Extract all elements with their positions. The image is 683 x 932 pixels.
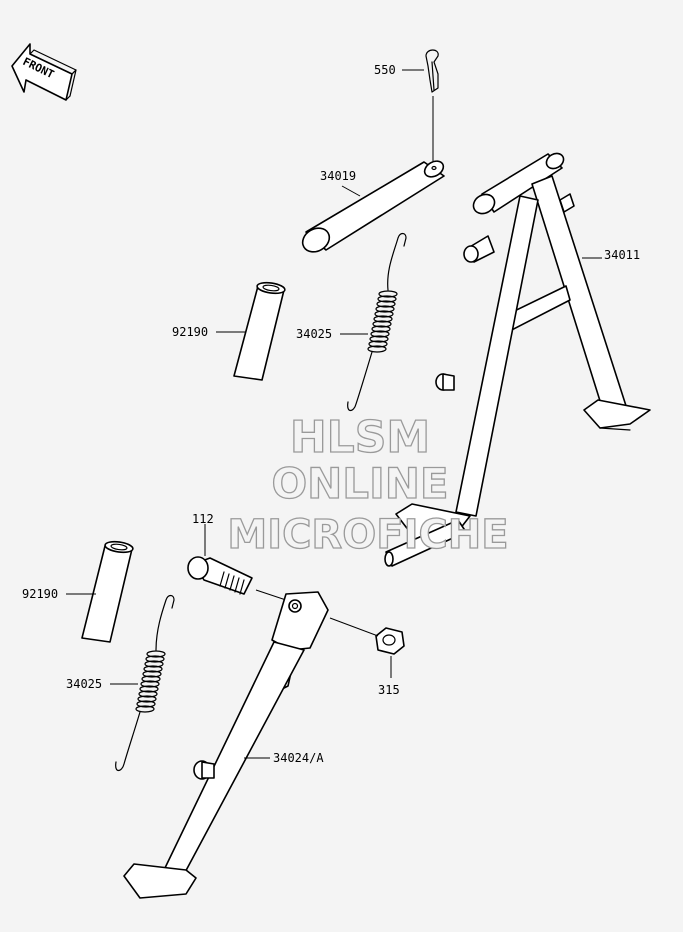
callout-34025-top: 34025 bbox=[296, 327, 332, 341]
callout-34019: 34019 bbox=[320, 169, 356, 183]
leader-34019 bbox=[341, 185, 361, 197]
callout-315: 315 bbox=[378, 683, 400, 697]
watermark-line2: ONLINE bbox=[271, 459, 448, 508]
callout-550: 550 bbox=[374, 63, 396, 77]
callout-34011: 34011 bbox=[604, 248, 640, 262]
callout-34024a: 34024/A bbox=[273, 751, 324, 765]
bolt-part bbox=[187, 556, 253, 595]
callout-34025-bottom: 34025 bbox=[66, 677, 102, 691]
cotter-pin-part bbox=[425, 49, 439, 93]
watermark: HLSM ONLINE MICROFICHE bbox=[227, 411, 510, 558]
pivot-pin-part bbox=[301, 160, 445, 253]
main-stand-part bbox=[384, 152, 651, 567]
front-direction-arrow-icon: FRONT bbox=[11, 43, 77, 101]
watermark-line3: MICROFICHE bbox=[227, 512, 508, 558]
spring-bottom-part bbox=[115, 594, 175, 772]
callout-112: 112 bbox=[192, 512, 214, 526]
collar-tube-top-part bbox=[233, 281, 286, 381]
callout-92190-top: 92190 bbox=[172, 325, 208, 339]
side-stand-part bbox=[123, 591, 329, 899]
watermark-line1: HLSM bbox=[290, 412, 430, 463]
nut-part bbox=[375, 627, 405, 655]
spring-top-part bbox=[347, 232, 407, 412]
collar-tube-bottom-part bbox=[81, 540, 134, 643]
callout-92190-bottom: 92190 bbox=[22, 587, 58, 601]
